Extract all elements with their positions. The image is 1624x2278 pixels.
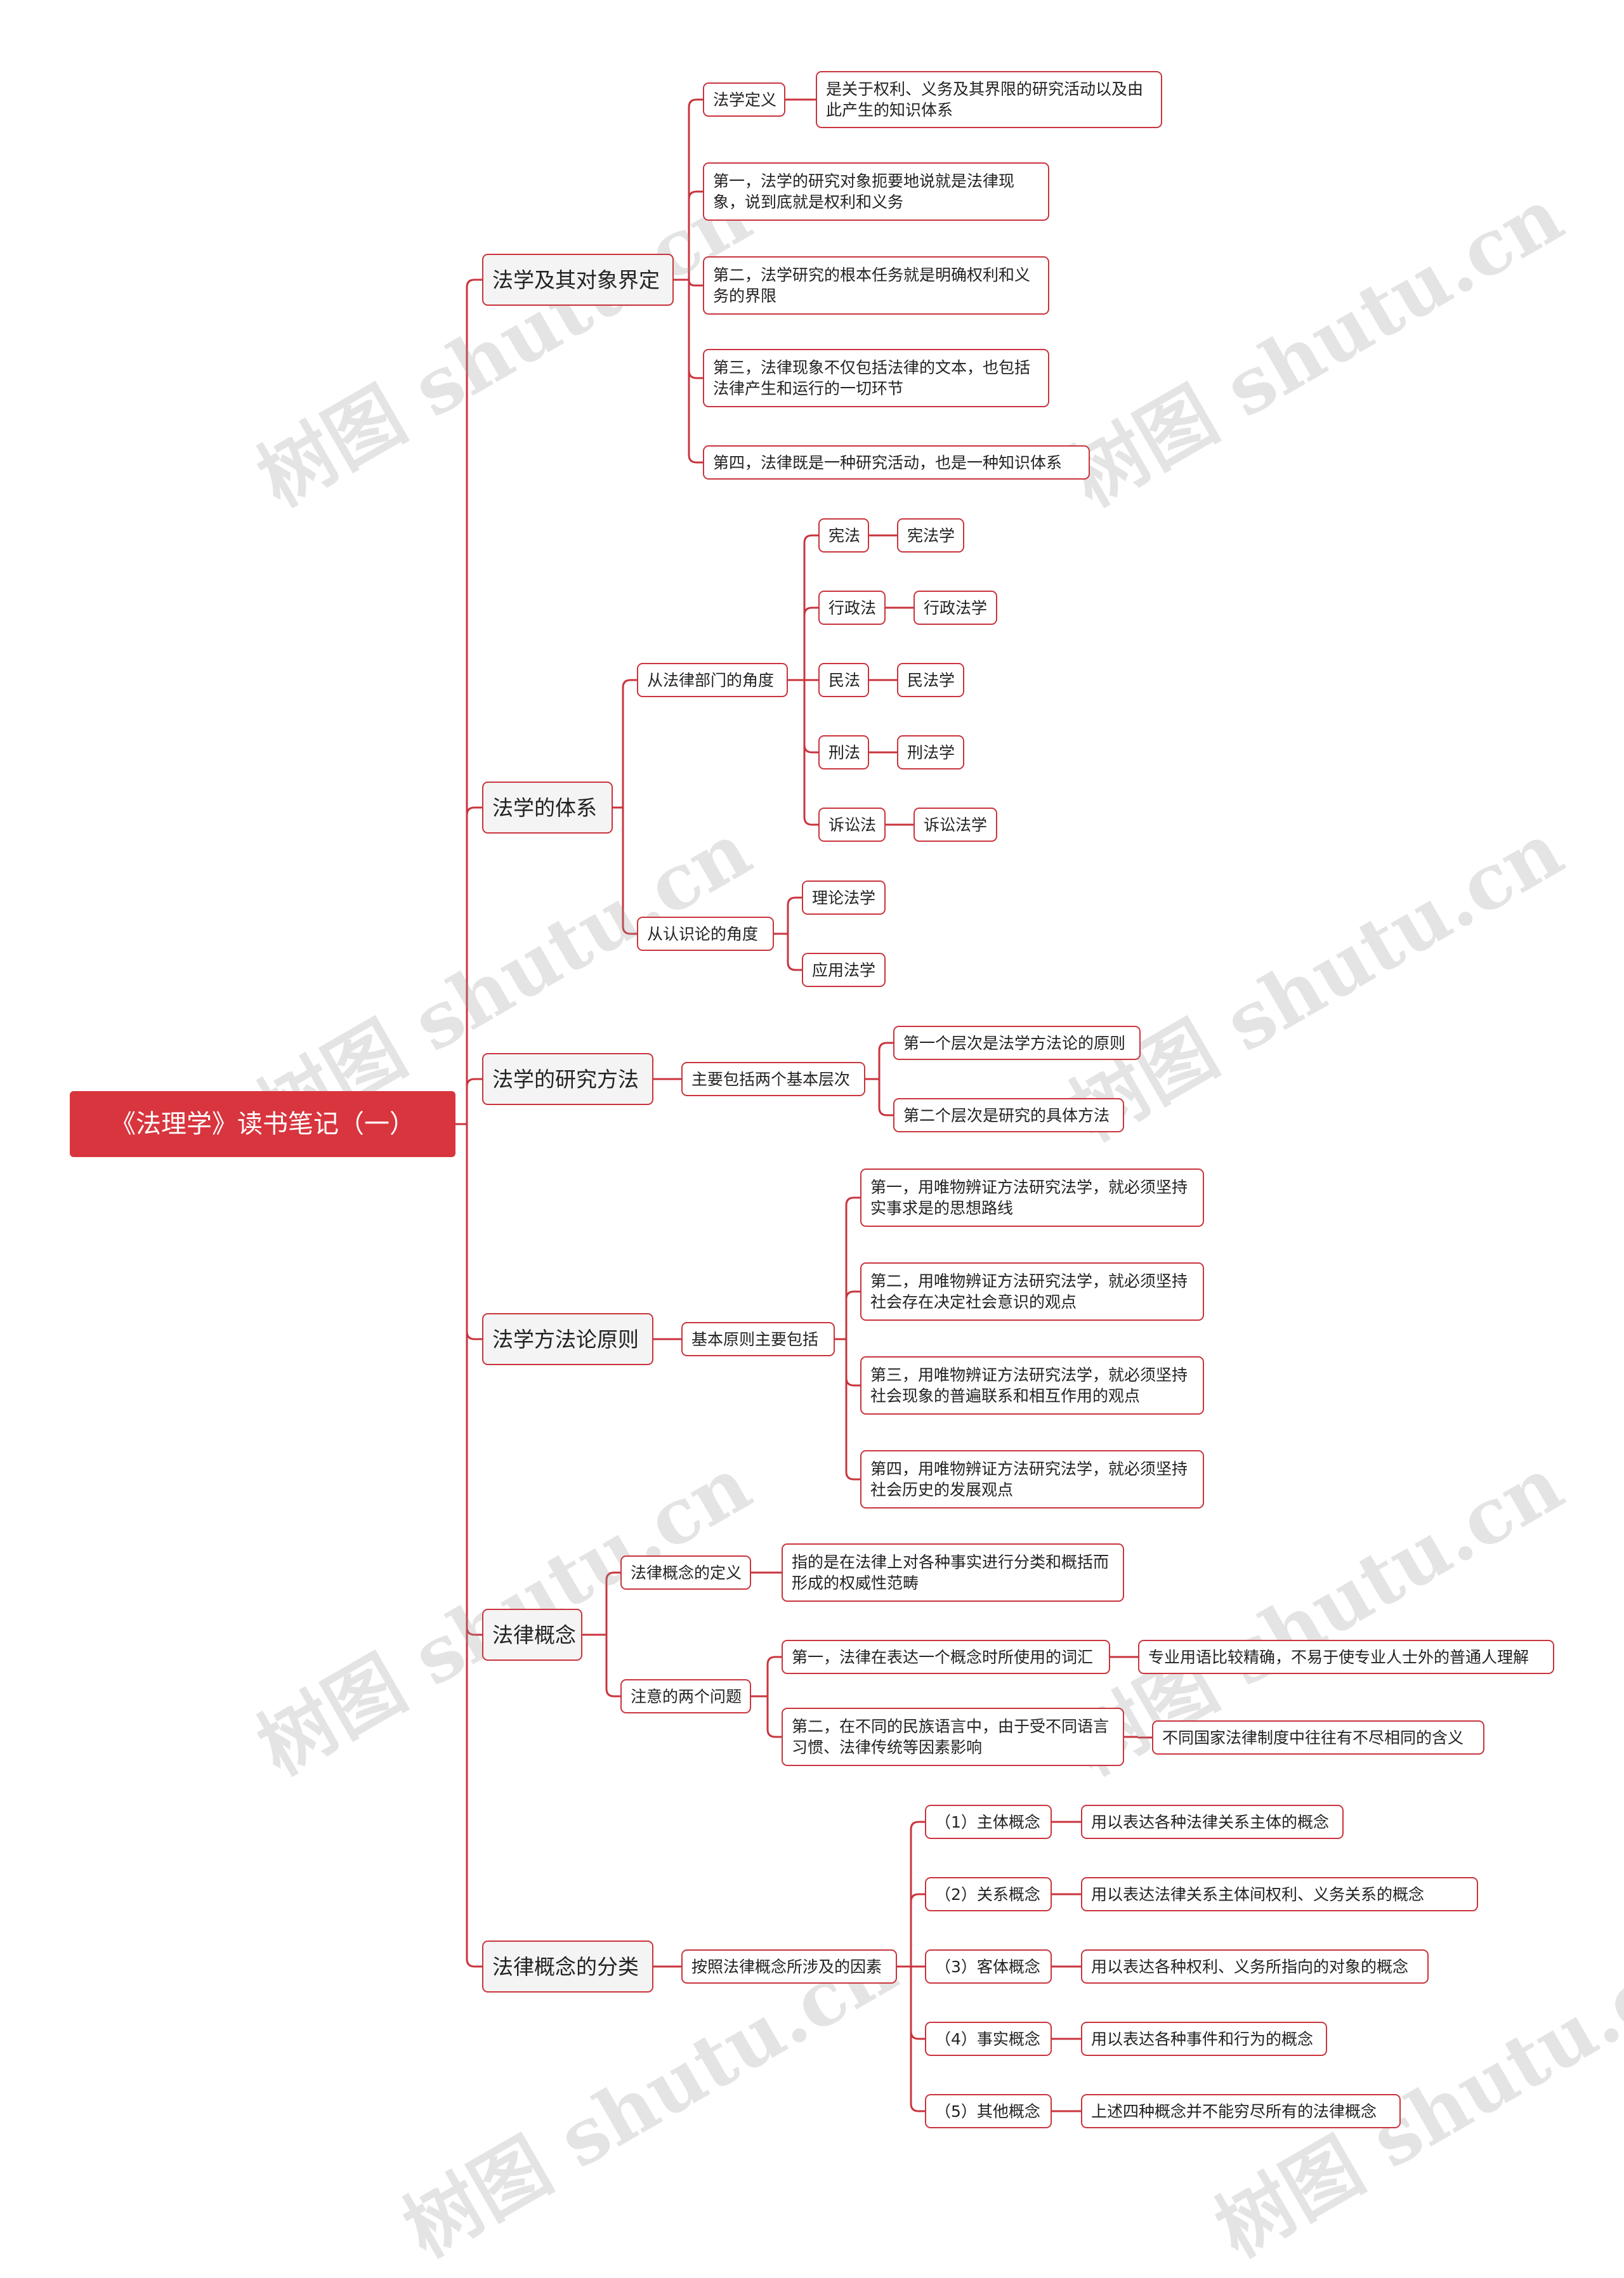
- branch-law-science-definition[interactable]: 法学及其对象界定: [482, 254, 674, 306]
- branch-research-methods[interactable]: 法学的研究方法: [482, 1053, 653, 1105]
- branch-concept-classification[interactable]: 法律概念的分类: [482, 1941, 653, 1993]
- concept-type-relation-desc[interactable]: 用以表达法律关系主体间权利、义务关系的概念: [1081, 1877, 1478, 1911]
- connector-line: [878, 1042, 893, 1079]
- science-node-criminal[interactable]: 刑法学: [897, 735, 964, 769]
- issue-2-note[interactable]: 不同国家法律制度中往往有不尽相同的含义: [1152, 1720, 1484, 1755]
- connector-line: [622, 679, 637, 808]
- concept-type-object[interactable]: （3）客体概念: [925, 1949, 1052, 1984]
- two-issues-label[interactable]: 注意的两个问题: [620, 1679, 751, 1713]
- science-node-civil[interactable]: 民法学: [897, 663, 964, 697]
- root-node[interactable]: 《法理学》读书笔记（一）: [70, 1091, 455, 1157]
- connector-line: [787, 896, 802, 934]
- connector-line: [466, 1124, 482, 1968]
- connector-line: [1137, 1736, 1152, 1739]
- principle-4[interactable]: 第四，用唯物辨证方法研究法学，就必须坚持社会历史的发展观点: [860, 1450, 1204, 1509]
- connector-line: [910, 1967, 925, 2112]
- two-basic-levels[interactable]: 主要包括两个基本层次: [681, 1062, 865, 1096]
- connector-line: [688, 280, 703, 464]
- connector-line: [766, 1696, 782, 1738]
- connector-line: [910, 1893, 925, 1967]
- connector-line: [688, 280, 703, 379]
- law-node-administrative[interactable]: 行政法: [818, 591, 886, 625]
- concept-type-subject-desc[interactable]: 用以表达各种法律关系主体的概念: [1081, 1805, 1344, 1839]
- connector-lines: [455, 98, 1152, 2112]
- connector-line: [466, 278, 482, 1124]
- connector-line: [622, 808, 637, 935]
- research-object-point-1[interactable]: 第一，法学的研究对象扼要地说就是法律现象，说到底就是权利和义务: [703, 162, 1049, 221]
- connector-line: [803, 680, 818, 754]
- research-object-point-2[interactable]: 第二，法学研究的根本任务就是明确权利和义务的界限: [703, 256, 1049, 315]
- law-node-constitution[interactable]: 宪法: [818, 518, 869, 553]
- legal-concept-definition-label[interactable]: 法律概念的定义: [620, 1555, 751, 1590]
- legal-concept-definition-text[interactable]: 指的是在法律上对各种事实进行分类和概括而形成的权威性范畴: [782, 1543, 1124, 1602]
- connector-line: [845, 1290, 860, 1339]
- concept-type-relation[interactable]: （2）关系概念: [925, 1877, 1052, 1911]
- connector-line: [605, 1571, 620, 1635]
- connector-line: [845, 1339, 860, 1387]
- connector-line: [845, 1196, 860, 1339]
- connector-line: [466, 806, 482, 1124]
- branch-law-science-system[interactable]: 法学的体系: [482, 782, 613, 834]
- concept-type-other-desc[interactable]: 上述四种概念并不能穷尽所有的法律概念: [1081, 2094, 1401, 2128]
- connector-line: [466, 1124, 482, 1340]
- research-object-point-3[interactable]: 第三，法律现象不仅包括法律的文本，也包括法律产生和运行的一切环节: [703, 349, 1049, 407]
- theoretical-law-science[interactable]: 理论法学: [802, 880, 886, 915]
- concept-type-subject[interactable]: （1）主体概念: [925, 1805, 1052, 1839]
- law-node-procedural[interactable]: 诉讼法: [818, 808, 886, 842]
- connector-line: [787, 934, 802, 971]
- law-science-definition-text[interactable]: 是关于权利、义务及其界限的研究活动以及由此产生的知识体系: [816, 71, 1162, 128]
- concept-type-other[interactable]: （5）其他概念: [925, 2094, 1052, 2128]
- level-two-concrete-methods[interactable]: 第二个层次是研究的具体方法: [893, 1098, 1124, 1132]
- level-one-methodology-principles[interactable]: 第一个层次是法学方法论的原则: [893, 1026, 1141, 1060]
- epistemology-perspective[interactable]: 从认识论的角度: [637, 917, 774, 951]
- applied-law-science[interactable]: 应用法学: [802, 953, 886, 987]
- law-science-definition-label[interactable]: 法学定义: [703, 82, 785, 117]
- principle-2[interactable]: 第二，用唯物辨证方法研究法学，就必须坚持社会存在决定社会意识的观点: [860, 1262, 1204, 1321]
- concept-type-object-desc[interactable]: 用以表达各种权利、义务所指向的对象的概念: [1081, 1949, 1429, 1984]
- law-node-civil[interactable]: 民法: [818, 663, 869, 697]
- concept-type-fact[interactable]: （4）事实概念: [925, 2022, 1052, 2056]
- science-node-procedural[interactable]: 诉讼法学: [914, 808, 997, 842]
- principle-3[interactable]: 第三，用唯物辨证方法研究法学，就必须坚持社会现象的普遍联系和相互作用的观点: [860, 1356, 1204, 1415]
- connector-line: [766, 1656, 782, 1696]
- connector-line: [845, 1339, 860, 1481]
- classification-by-factors[interactable]: 按照法律概念所涉及的因素: [681, 1949, 897, 1984]
- science-node-administrative[interactable]: 行政法学: [914, 591, 997, 625]
- branch-methodology-principles[interactable]: 法学方法论原则: [482, 1313, 653, 1365]
- connector-line: [910, 1821, 925, 1967]
- research-object-point-4[interactable]: 第四，法律既是一种研究活动，也是一种知识体系: [703, 445, 1090, 480]
- connector-line: [688, 190, 703, 280]
- connector-line: [688, 279, 703, 287]
- connector-line: [466, 1124, 482, 1636]
- science-node-constitution[interactable]: 宪法学: [897, 518, 964, 553]
- issue-1-note[interactable]: 专业用语比较精确，不易于使专业人士外的普通人理解: [1138, 1640, 1554, 1674]
- connector-line: [803, 606, 818, 680]
- basic-principles-include[interactable]: 基本原则主要包括: [681, 1322, 835, 1356]
- connector-line: [688, 98, 703, 280]
- connector-line: [466, 1078, 482, 1124]
- legal-department-perspective[interactable]: 从法律部门的角度: [637, 663, 788, 697]
- connector-line: [910, 1967, 925, 2040]
- issue-1-vocabulary[interactable]: 第一，法律在表达一个概念时所使用的词汇: [782, 1640, 1110, 1674]
- branch-legal-concepts[interactable]: 法律概念: [482, 1609, 582, 1661]
- connector-line: [878, 1079, 893, 1116]
- issue-2-language-differences[interactable]: 第二，在不同的民族语言中，由于受不同语言习惯、法律传统等因素影响: [782, 1708, 1124, 1766]
- connector-line: [803, 680, 818, 826]
- law-node-criminal[interactable]: 刑法: [818, 735, 869, 769]
- connector-line: [605, 1635, 620, 1698]
- principle-1[interactable]: 第一，用唯物辨证方法研究法学，就必须坚持实事求是的思想路线: [860, 1168, 1204, 1227]
- concept-type-fact-desc[interactable]: 用以表达各种事件和行为的概念: [1081, 2022, 1327, 2056]
- connector-line: [803, 534, 818, 680]
